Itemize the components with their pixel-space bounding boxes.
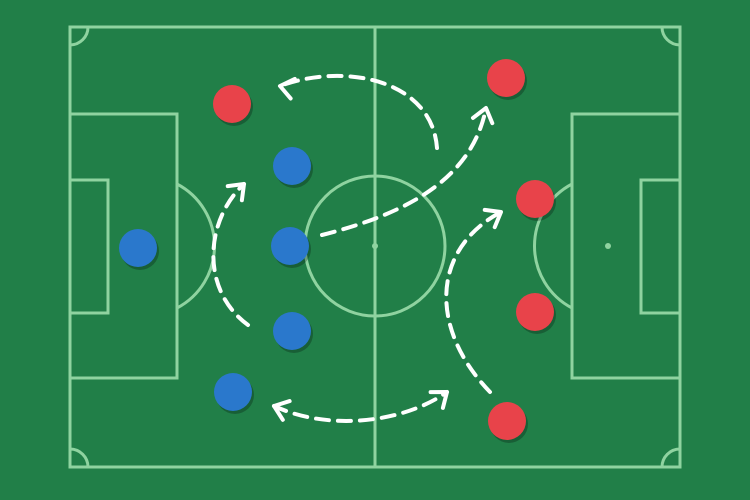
left-goal-box bbox=[68, 178, 110, 315]
arrowhead-icon bbox=[272, 399, 292, 422]
center-spot bbox=[372, 243, 378, 249]
red-player-marker bbox=[516, 293, 554, 331]
blue-player-marker bbox=[271, 227, 309, 265]
red-player-marker bbox=[487, 59, 525, 97]
blue-player-marker bbox=[273, 312, 311, 350]
right-goal-box bbox=[639, 178, 682, 315]
dashed-arrow bbox=[320, 106, 488, 237]
dashed-arrow bbox=[278, 74, 439, 150]
corner-arc bbox=[660, 447, 681, 468]
corner-arc bbox=[69, 26, 90, 47]
arrowhead-icon bbox=[482, 207, 503, 230]
arrowhead-icon bbox=[278, 76, 297, 101]
dashed-arrow bbox=[272, 390, 449, 423]
movement-arrows bbox=[211, 74, 503, 423]
arrowhead-icon bbox=[225, 182, 246, 203]
red-player-marker bbox=[213, 85, 251, 123]
right-penalty-arc bbox=[532, 182, 573, 310]
red-player-marker bbox=[488, 402, 526, 440]
corner-arc bbox=[660, 26, 681, 47]
dashed-arrow bbox=[444, 210, 503, 394]
arrowhead-icon bbox=[470, 106, 495, 126]
corner-arc bbox=[69, 447, 90, 468]
red-player-marker bbox=[516, 180, 554, 218]
blue-player-marker bbox=[119, 229, 157, 267]
blue-player-marker bbox=[273, 147, 311, 185]
players bbox=[119, 59, 556, 443]
arrowhead-icon bbox=[428, 390, 449, 410]
pitch-markings bbox=[68, 25, 682, 469]
right-penalty-spot bbox=[605, 243, 611, 249]
blue-player-marker bbox=[214, 373, 252, 411]
dashed-arrow bbox=[211, 182, 250, 327]
